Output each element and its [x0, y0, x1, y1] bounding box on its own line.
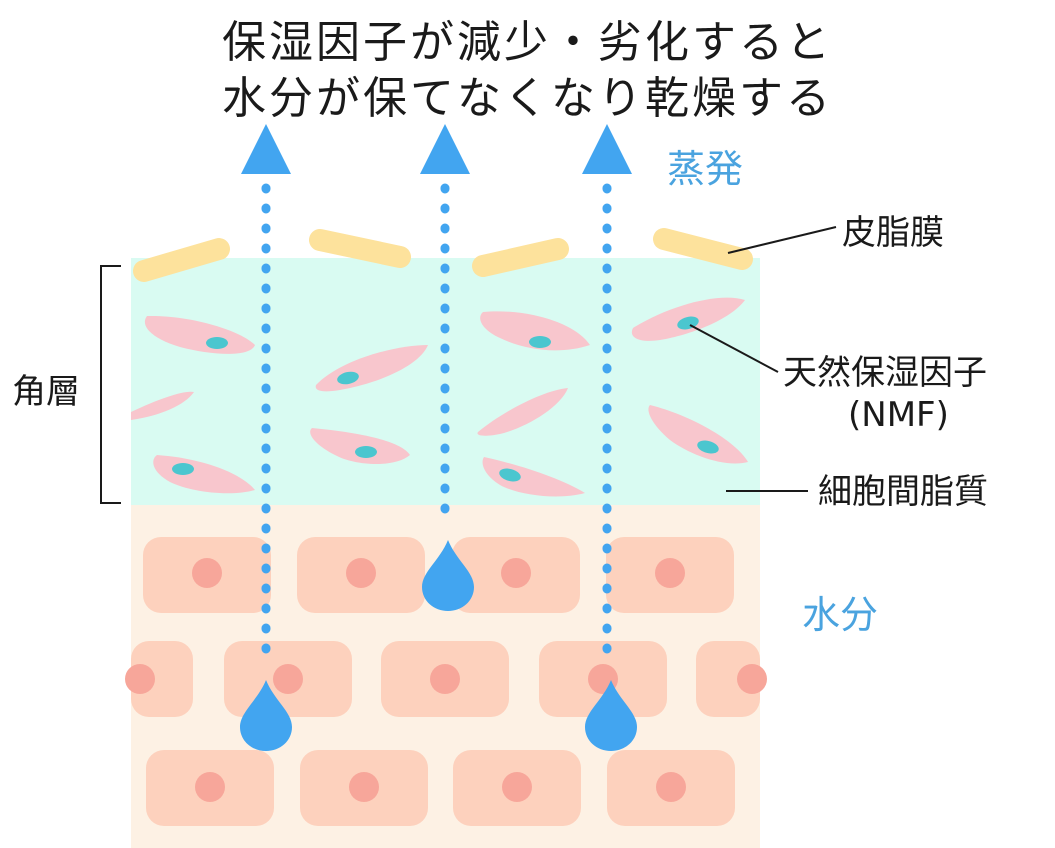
evaporation-label: 蒸発: [667, 147, 744, 191]
stratum-corneum-label: 角層: [12, 372, 80, 412]
sebum-film-label: 皮脂膜: [842, 213, 944, 253]
epidermis-cells: [125, 537, 767, 826]
nmf-abbr-label: (NMF): [848, 395, 949, 435]
moisture-label: 水分: [802, 593, 879, 637]
sebum-film: [133, 228, 753, 282]
water-drop-icon: [240, 540, 637, 751]
evaporation-arrow-icon: [241, 124, 632, 174]
water-paths: [261, 183, 612, 665]
nmf-dots: [172, 316, 719, 482]
leader-lines: [689, 226, 837, 492]
intercellular-lipid-label: 細胞間脂質: [818, 472, 988, 512]
nmf-label: 天然保湿因子: [783, 353, 987, 393]
bracket-icon: [100, 265, 121, 504]
title-line-1: 保湿因子が減少・劣化すると: [222, 17, 833, 68]
title-line-2: 水分が保てなくなり乾燥する: [222, 73, 833, 124]
